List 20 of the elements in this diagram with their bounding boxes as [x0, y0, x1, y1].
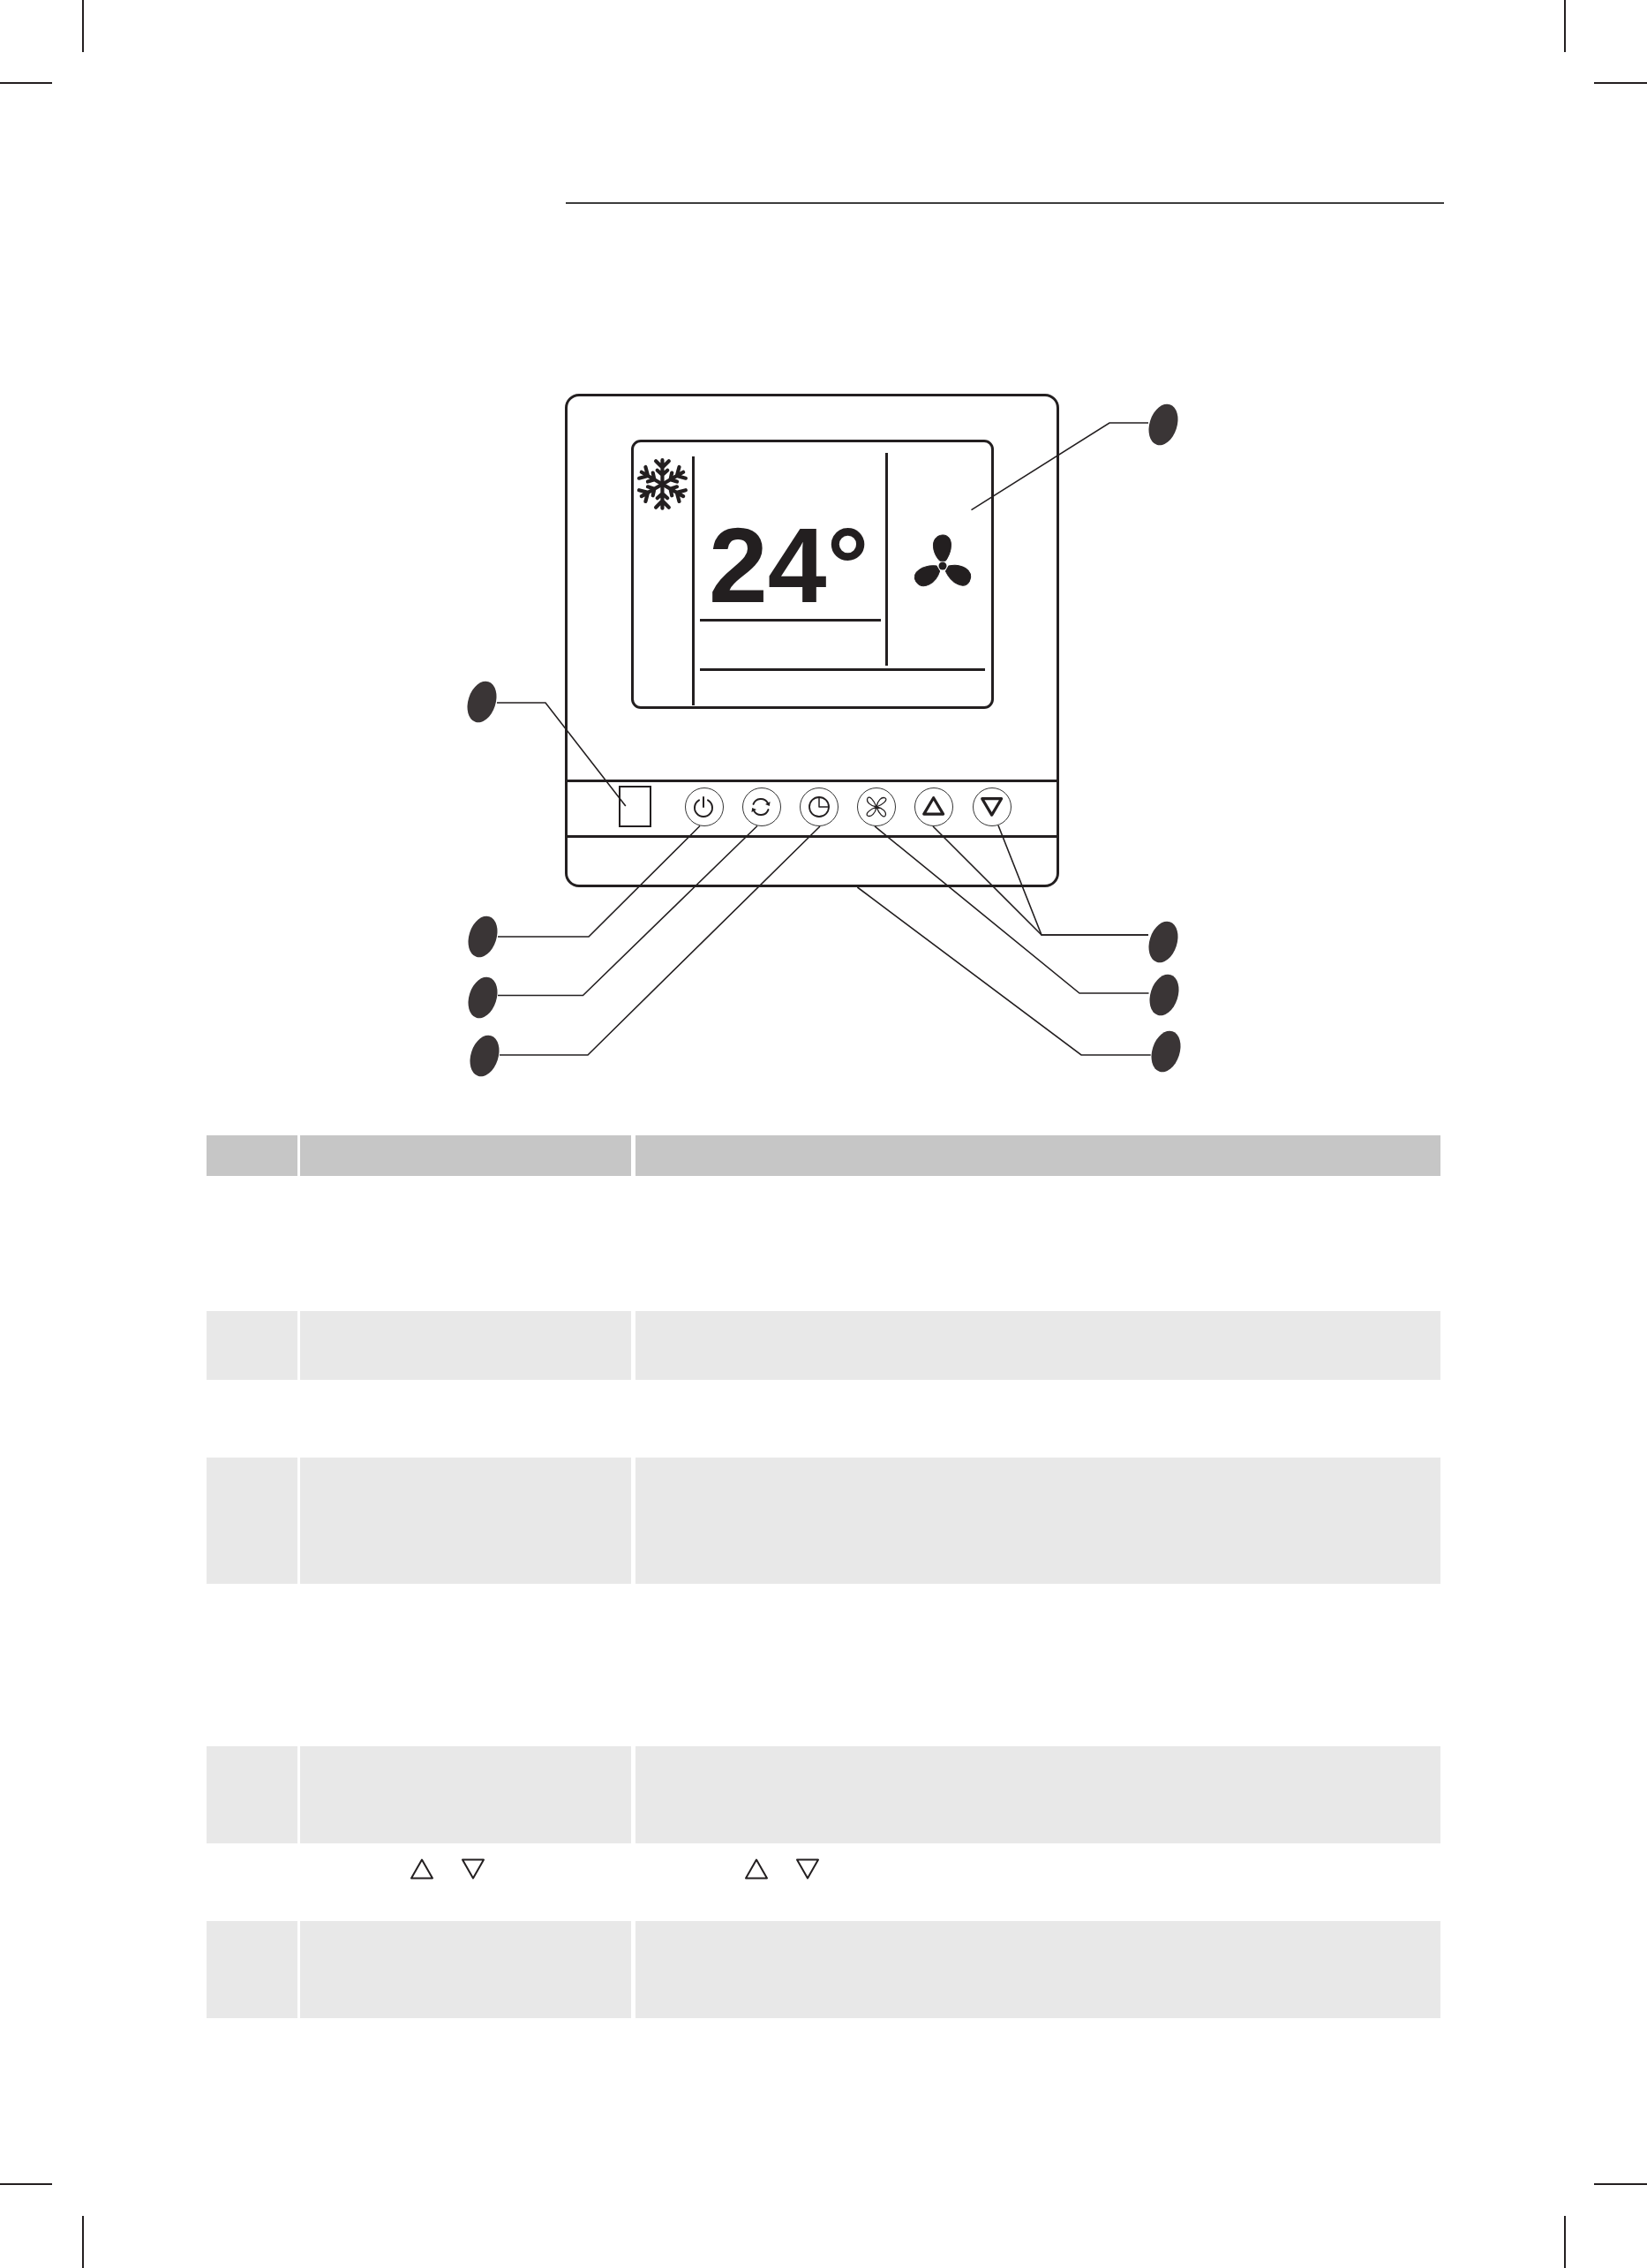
temperature-reading: 24°: [709, 512, 869, 618]
leader-line: [997, 825, 1149, 936]
callout-bubble: [466, 914, 499, 959]
leader-line: [856, 886, 1152, 1056]
callout-bubble: [1147, 919, 1179, 964]
leader-line: [496, 702, 627, 807]
sensor-window: [619, 786, 651, 827]
lcd-screen: [631, 440, 994, 709]
controller-housing: [565, 394, 1059, 887]
leader-line: [874, 825, 1150, 994]
callout-bubble: [1147, 972, 1180, 1017]
callout-bubble: [469, 1034, 501, 1079]
callout-bubble: [1149, 1029, 1182, 1074]
leader-line: [497, 825, 701, 938]
callout-bubble: [466, 680, 498, 724]
callout-bubble: [466, 976, 499, 1020]
leader-line: [499, 825, 821, 1056]
callout-bubble: [1147, 403, 1179, 447]
leader-line: [970, 422, 1149, 511]
leader-line: [497, 825, 758, 997]
